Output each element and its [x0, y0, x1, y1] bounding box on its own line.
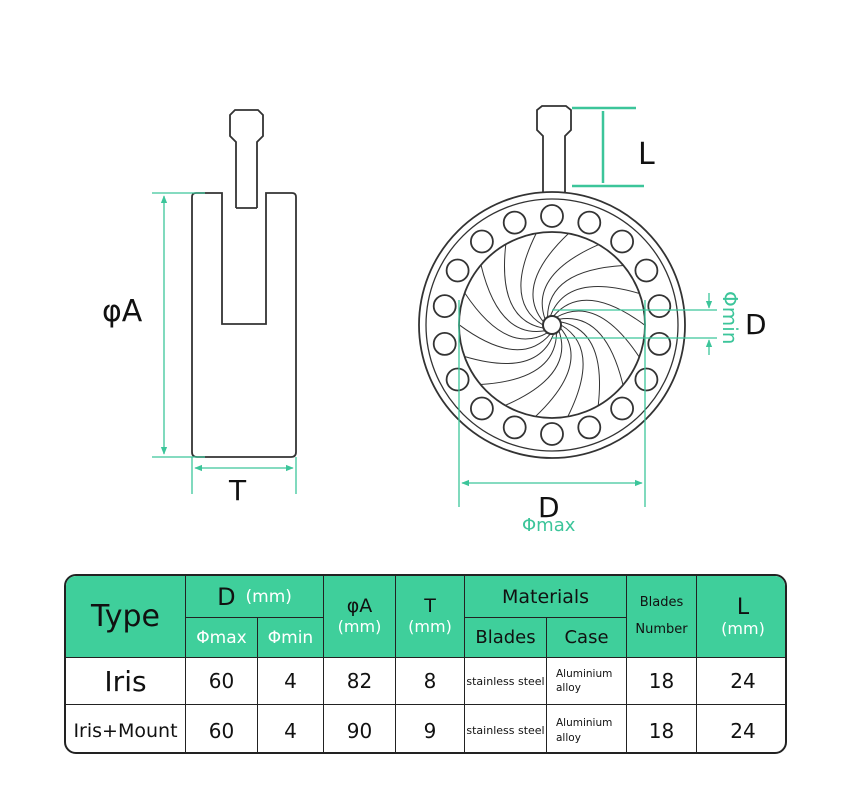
- mounting-hole: [502, 415, 527, 440]
- mounting-hole: [432, 294, 457, 319]
- iris-blade: [458, 324, 551, 351]
- diameter-header: D (mm): [186, 576, 324, 618]
- thickness-header: T (mm): [396, 576, 465, 658]
- row1-length: 24: [697, 658, 785, 705]
- outer-ring: [418, 191, 686, 459]
- row1-blades-material: stainless steel: [465, 658, 547, 705]
- mounting-hole: [610, 229, 634, 254]
- iris-blade: [480, 332, 557, 385]
- row2-dmax: 60: [186, 705, 258, 752]
- row1-case-material: Aluminium alloy: [547, 658, 627, 705]
- iris-blades: [458, 233, 646, 417]
- mounting-hole: [634, 258, 659, 283]
- mounting-hole: [647, 294, 672, 319]
- row2-case-line1: Aluminium: [556, 717, 613, 730]
- iris-blade: [480, 264, 546, 333]
- length-header: L (mm): [697, 576, 785, 658]
- mounting-hole: [445, 367, 470, 392]
- row2-blades-number: 18: [627, 705, 697, 752]
- iris-blade: [505, 330, 563, 406]
- mounting-hole: [469, 229, 494, 254]
- dmin-header: Φmin: [258, 618, 324, 658]
- mounting-holes: [432, 204, 672, 446]
- iris-blade: [547, 265, 624, 318]
- outer-diameter-unit: (mm): [337, 617, 382, 637]
- outer-diameter-header: φA (mm): [324, 576, 396, 658]
- row2-dmin: 4: [258, 705, 324, 752]
- front-view-dimensions: [458, 106, 717, 507]
- mounting-hole: [610, 396, 634, 421]
- mounting-hole: [647, 331, 672, 356]
- max-diameter-label: D: [538, 491, 560, 524]
- iris-blade: [532, 233, 569, 323]
- diameter-header-unit: (mm): [245, 586, 292, 607]
- front-view-lever: [536, 105, 572, 193]
- type-header: Type: [66, 576, 186, 658]
- min-diameter-label: D: [745, 308, 767, 341]
- row2-case-material: Aluminium alloy: [547, 705, 627, 752]
- thickness-header-unit: (mm): [408, 617, 452, 637]
- aperture-rim: [458, 231, 646, 419]
- row1-dmin: 4: [258, 658, 324, 705]
- iris-blade: [560, 324, 584, 417]
- case-material-header: Case: [547, 618, 627, 658]
- row1-outer-diameter: 82: [324, 658, 396, 705]
- length-header-unit: (mm): [721, 618, 765, 638]
- length-header-label: L: [736, 594, 750, 620]
- side-view-body: [191, 192, 297, 458]
- min-diameter-sublabel: Φmin: [718, 291, 742, 344]
- thickness-label: T: [228, 474, 247, 507]
- max-diameter-sublabel: Φmax: [522, 515, 576, 536]
- iris-blade: [535, 327, 572, 417]
- row2-case-line2: alloy: [556, 731, 581, 744]
- technical-drawing: φA T L D Φmin D Φmax: [102, 105, 767, 536]
- row2-length: 24: [730, 718, 756, 743]
- blades-material-header: Blades: [465, 618, 547, 658]
- spec-table: Type D (mm) φA (mm) T (mm) Materials Bla…: [64, 574, 787, 754]
- iris-blade: [541, 244, 599, 320]
- row1-blades-number: 18: [627, 658, 697, 705]
- row1-dmax: 60: [186, 658, 258, 705]
- iris-blade: [560, 321, 600, 406]
- mounting-hole: [634, 367, 659, 392]
- iris-blade: [464, 292, 548, 340]
- iris-blade: [520, 233, 544, 326]
- mounting-hole: [577, 210, 602, 235]
- diameter-header-label: D: [217, 582, 236, 611]
- materials-header: Materials: [465, 576, 627, 618]
- iris-blade: [464, 333, 555, 364]
- mounting-hole: [502, 210, 527, 235]
- side-view-dimensions: [152, 192, 297, 494]
- mounting-hole: [540, 422, 564, 446]
- mounting-hole: [469, 396, 494, 421]
- mounting-hole: [577, 415, 602, 440]
- outer-diameter-label: φA: [346, 595, 373, 618]
- mounting-hole: [445, 258, 470, 283]
- mounting-hole: [540, 204, 564, 228]
- row1-case-line2: alloy: [556, 682, 581, 694]
- blades-number-header: Blades Number: [627, 576, 697, 658]
- blades-number-line1: Blades: [639, 594, 684, 610]
- row1-case-line1: Aluminium: [556, 667, 613, 680]
- height-label: φA: [102, 294, 143, 329]
- thickness-header-label: T: [424, 595, 436, 618]
- row2-outer-diameter: 90: [324, 705, 396, 752]
- side-view-lever: [229, 109, 264, 193]
- aperture-hole: [542, 315, 562, 335]
- blades-number-line2: Number: [635, 621, 688, 637]
- row2-thickness: 9: [396, 705, 465, 752]
- inner-ring: [425, 198, 679, 452]
- row1-type: Iris: [66, 658, 186, 705]
- row2-blades-material: stainless steel: [465, 705, 547, 752]
- iris-blade: [558, 317, 624, 386]
- iris-blade: [549, 286, 640, 317]
- length-label: L: [638, 137, 655, 172]
- row1-thickness: 8: [396, 658, 465, 705]
- side-view: [191, 109, 297, 458]
- mounting-hole: [432, 331, 457, 356]
- dmax-header: Φmax: [186, 618, 258, 658]
- iris-blade: [504, 244, 544, 329]
- iris-blade: [556, 310, 640, 358]
- row2-type: Iris+Mount: [66, 705, 186, 752]
